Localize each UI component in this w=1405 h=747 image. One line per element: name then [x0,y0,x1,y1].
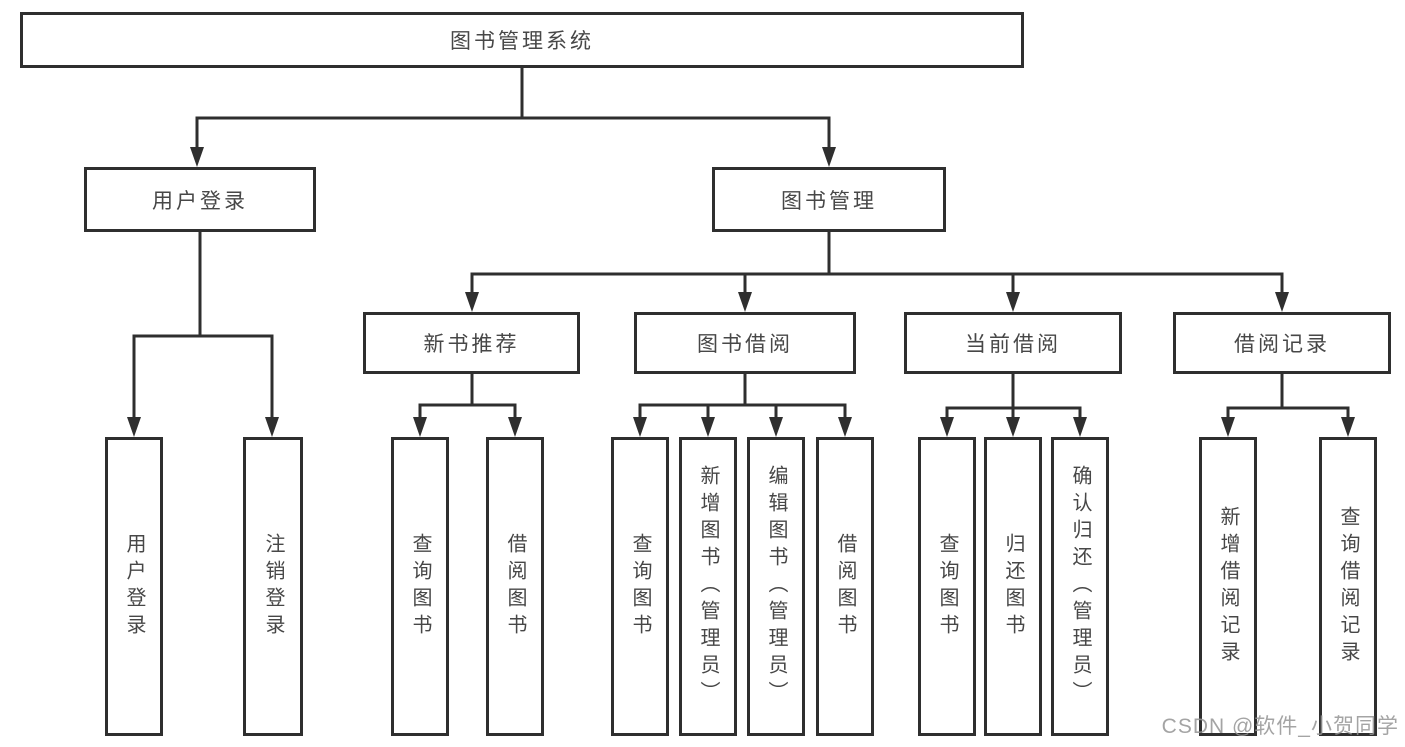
arrowhead-nb-borrow [508,417,522,437]
arrowhead-book-borrow [738,292,752,312]
arrowhead-cb-confirm [1073,417,1087,437]
leaf-cb-query-book-label: 查询图书 [936,532,958,641]
arrowhead-cb-query [940,417,954,437]
leaf-bb-edit-book: 编辑图书（管理员） [747,437,805,736]
leaf-nb-borrow-book-label: 借阅图书 [504,532,526,641]
arrowhead-new-book [465,292,479,312]
leaf-bb-edit-book-label: 编辑图书（管理员） [765,465,787,708]
leaf-nb-query-book-label: 查询图书 [409,532,431,641]
leaf-bb-add-book-label: 新增图书（管理员） [697,465,719,708]
leaf-br-add-record-label: 新增借阅记录 [1217,505,1239,668]
leaf-bb-query-book-label: 查询图书 [629,532,651,641]
node-root: 图书管理系统 [20,12,1024,68]
arrowhead-user-login [190,147,204,167]
leaf-bb-query-book: 查询图书 [611,437,669,736]
arrowhead-bb-add [701,417,715,437]
arrowhead-bb-query [633,417,647,437]
arrowhead-br-add [1221,417,1235,437]
connector-book-management [470,230,1284,296]
arrowhead-borrow-records [1275,292,1289,312]
node-current-borrow-label: 当前借阅 [965,333,1061,356]
arrowhead-current-borrow [1006,292,1020,312]
arrowhead-bb-borrow [838,417,852,437]
node-current-borrow: 当前借阅 [904,312,1122,374]
node-book-management-label: 图书管理 [781,189,877,213]
leaf-cb-return-book: 归还图书 [984,437,1042,736]
connector-book-borrow [638,372,847,421]
connector-user-login [132,230,274,421]
leaf-bb-borrow-book-label: 借阅图书 [834,532,856,641]
leaf-br-query-record-label: 查询借阅记录 [1337,505,1359,668]
node-user-login-label: 用户登录 [152,189,248,213]
arrowhead-bb-edit [769,417,783,437]
leaf-br-add-record: 新增借阅记录 [1199,437,1257,736]
node-borrow-records-label: 借阅记录 [1234,333,1330,356]
leaf-logout-label: 注销登录 [262,532,284,641]
leaf-cb-return-book-label: 归还图书 [1002,532,1024,641]
connector-borrow-records [1226,372,1350,421]
arrowhead-leaf-logout [265,417,279,437]
leaf-logout: 注销登录 [243,437,303,736]
node-new-book-recommend: 新书推荐 [363,312,580,374]
node-new-book-recommend-label: 新书推荐 [423,333,520,356]
leaf-user-login: 用户登录 [105,437,163,736]
node-book-management: 图书管理 [712,167,946,232]
leaf-cb-confirm-return-label: 确认归还（管理员） [1069,465,1091,708]
leaf-nb-query-book: 查询图书 [391,437,449,736]
arrowhead-leaf-login [127,417,141,437]
connector-new-book [418,372,517,421]
arrowhead-cb-return [1006,417,1020,437]
arrowhead-nb-query [413,417,427,437]
leaf-br-query-record: 查询借阅记录 [1319,437,1377,736]
leaf-bb-add-book: 新增图书（管理员） [679,437,737,736]
node-borrow-records: 借阅记录 [1173,312,1391,374]
connector-current-borrow [945,372,1082,421]
leaf-nb-borrow-book: 借阅图书 [486,437,544,736]
node-book-borrow: 图书借阅 [634,312,856,374]
node-root-label: 图书管理系统 [450,30,594,53]
leaf-user-login-label: 用户登录 [123,532,145,641]
leaf-bb-borrow-book: 借阅图书 [816,437,874,736]
arrowhead-br-query [1341,417,1355,437]
leaf-cb-query-book: 查询图书 [918,437,976,736]
connector-root [195,66,831,152]
watermark-text: CSDN @软件_小贺同学 [1161,715,1399,738]
node-user-login: 用户登录 [84,167,316,232]
leaf-cb-confirm-return: 确认归还（管理员） [1051,437,1109,736]
arrowhead-book-management [822,147,836,167]
node-book-borrow-label: 图书借阅 [697,333,793,356]
